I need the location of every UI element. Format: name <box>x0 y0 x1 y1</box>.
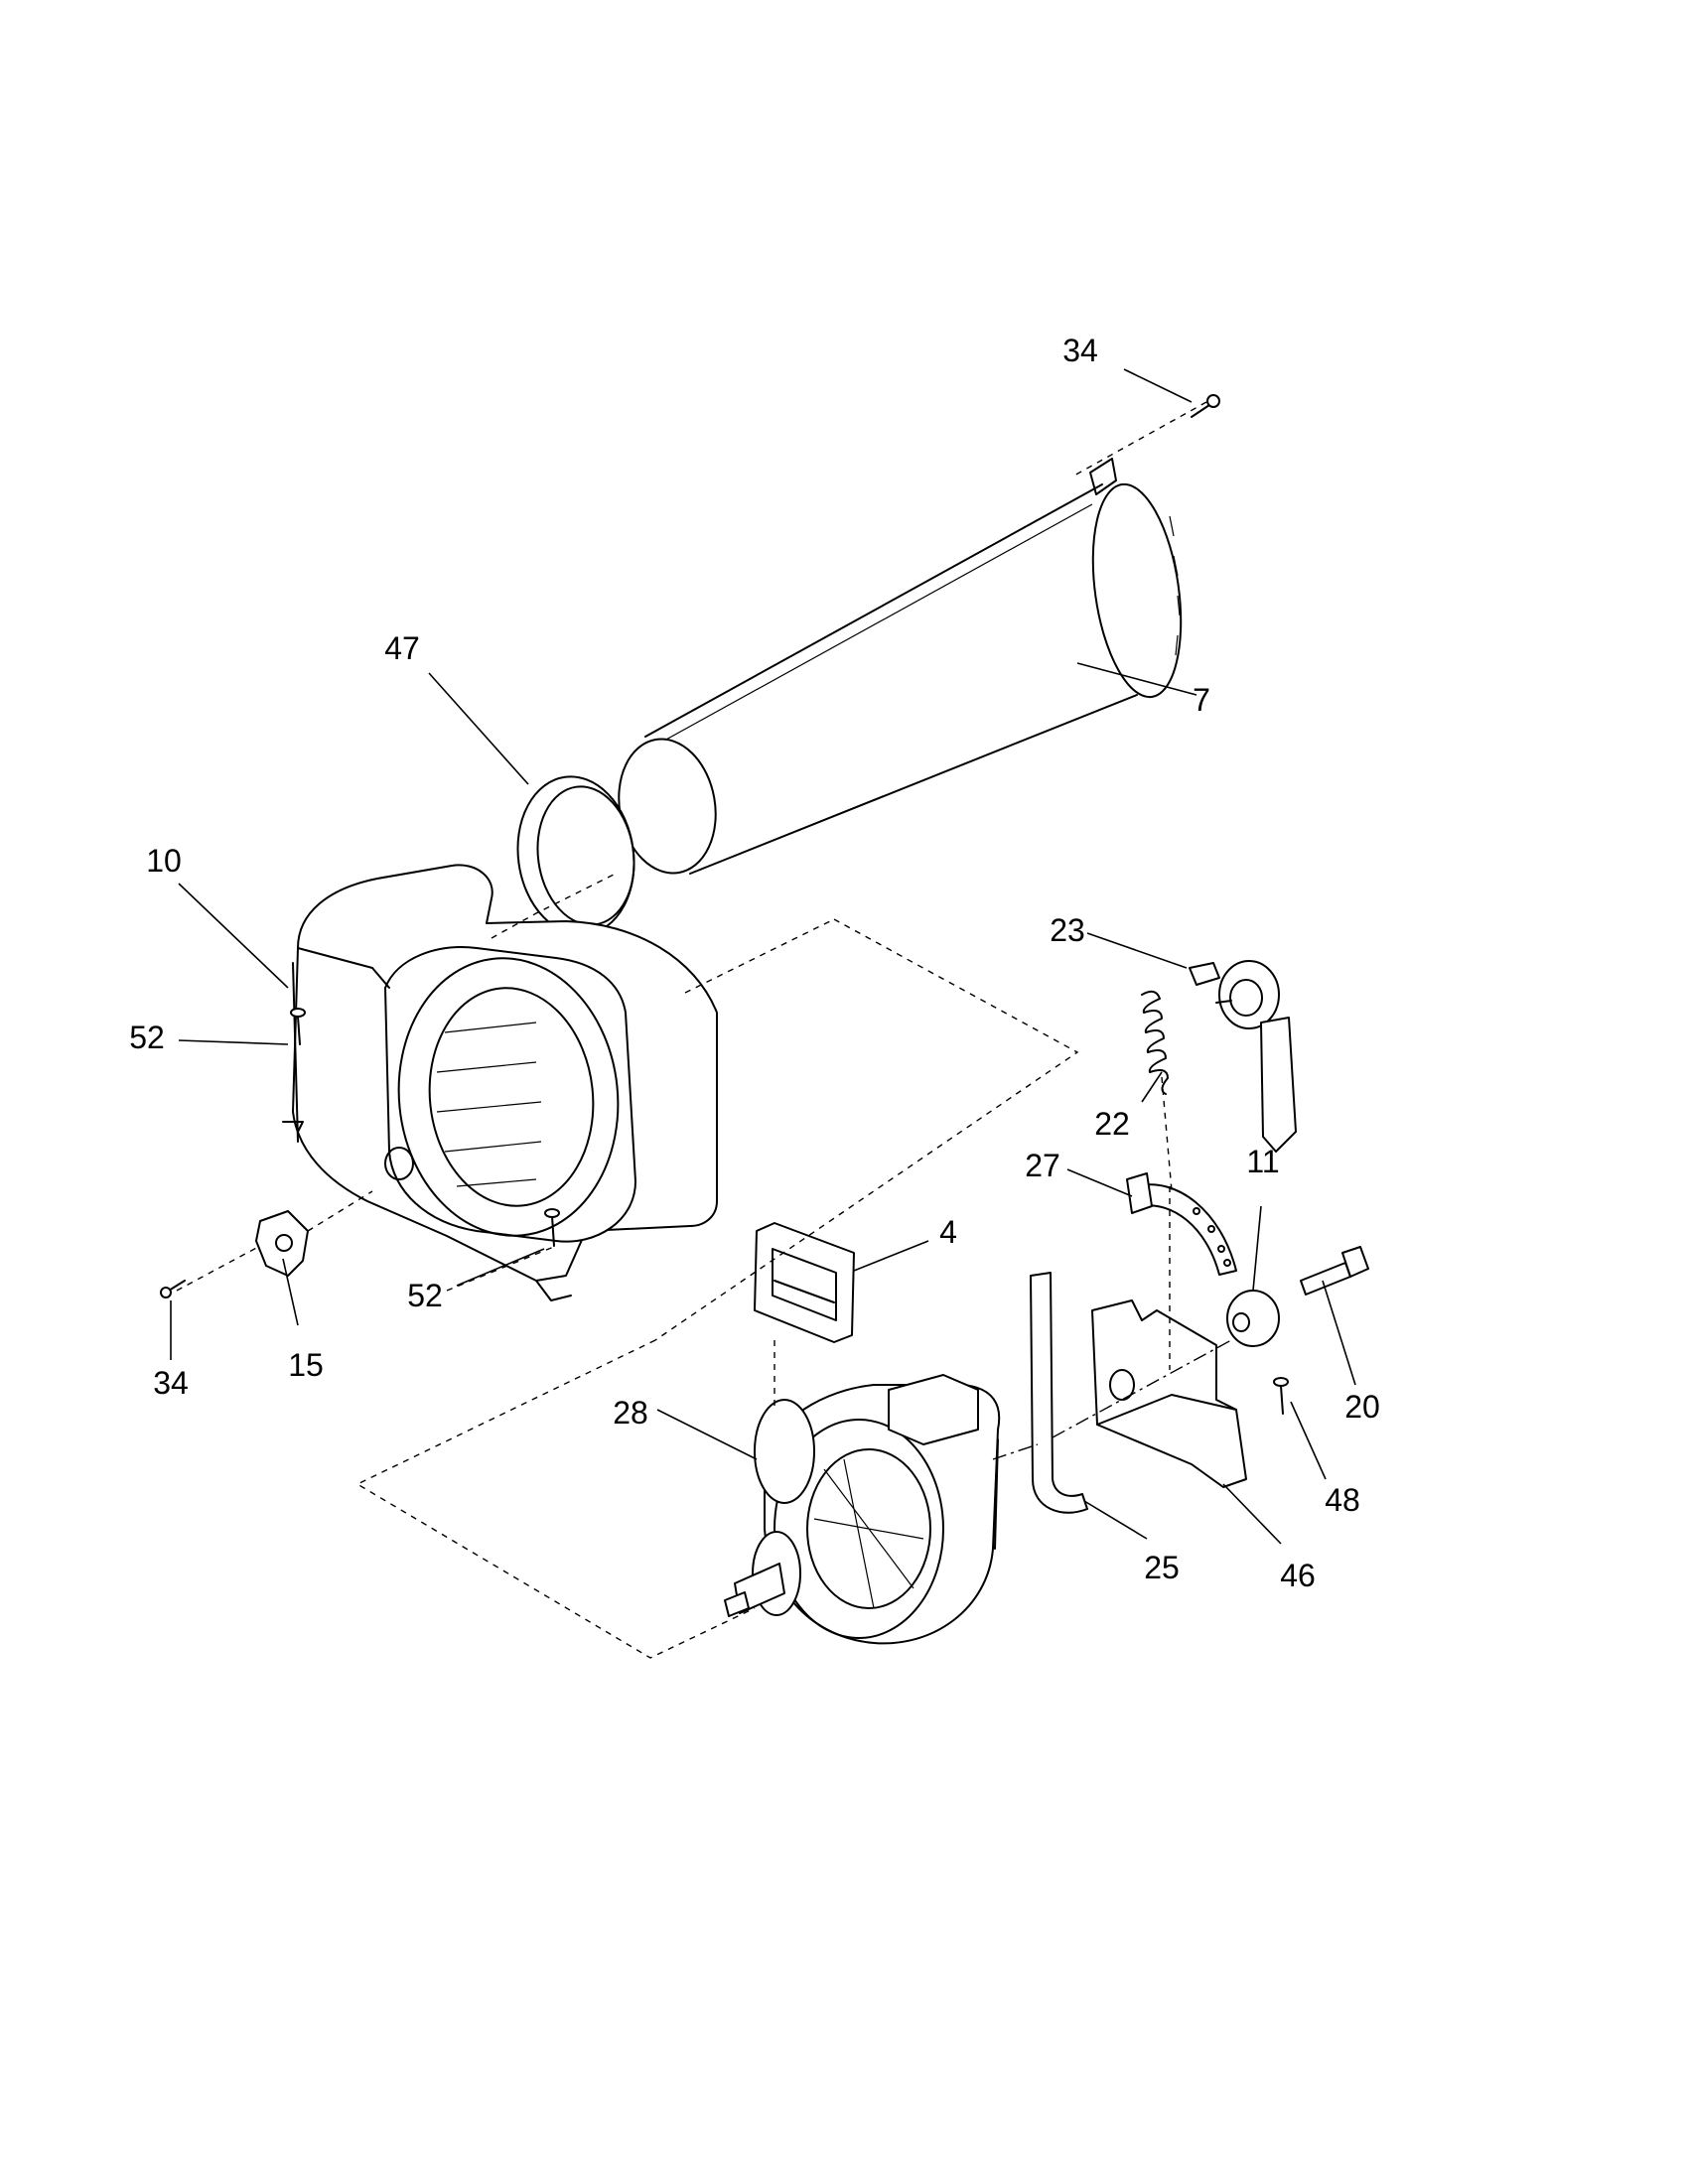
idler-pulley-assembly <box>1189 960 1297 1153</box>
callout-47: 47 <box>384 630 420 666</box>
roller <box>1226 1290 1280 1347</box>
callout-22: 22 <box>1094 1106 1130 1142</box>
idler-spring <box>1141 990 1169 1095</box>
blower-housing <box>282 864 718 1301</box>
screw-48 <box>1273 1377 1289 1415</box>
leader-lines <box>170 368 1356 1545</box>
screw-34-top <box>1191 394 1220 418</box>
exhaust-duct <box>618 458 1183 875</box>
belt-tension-strap <box>1126 1172 1237 1276</box>
callout-23: 23 <box>1050 912 1085 948</box>
pivot-bolt <box>1300 1246 1369 1296</box>
screw-52-left <box>290 1008 306 1045</box>
callout-52-left: 52 <box>129 1020 165 1055</box>
callout-52-bottom: 52 <box>407 1278 443 1313</box>
callout-labels: 34 47 7 10 23 52 22 27 11 4 20 52 34 15 … <box>129 333 1380 1593</box>
callout-28: 28 <box>613 1395 648 1431</box>
callout-48: 48 <box>1325 1482 1360 1518</box>
motor-clip <box>1030 1272 1088 1514</box>
assembly-guide-lines <box>176 401 1232 1659</box>
callout-34-bottom: 34 <box>153 1365 189 1401</box>
callout-11: 11 <box>1246 1144 1279 1179</box>
motor-mount-seal <box>754 1222 855 1343</box>
motor-mount-bracket <box>1091 1299 1247 1488</box>
callout-25: 25 <box>1144 1550 1180 1585</box>
callout-10: 10 <box>146 843 182 879</box>
callout-46: 46 <box>1280 1558 1316 1593</box>
callout-15: 15 <box>288 1347 324 1383</box>
callout-20: 20 <box>1344 1389 1380 1425</box>
drive-motor <box>724 1374 1001 1645</box>
callout-27: 27 <box>1025 1148 1060 1183</box>
screw-52-bottom <box>544 1208 560 1247</box>
callout-34-top: 34 <box>1062 333 1098 368</box>
screw-34-bottom <box>160 1280 186 1298</box>
callout-7: 7 <box>1193 682 1210 718</box>
thermal-sensor <box>255 1210 309 1277</box>
callout-4: 4 <box>939 1214 957 1250</box>
